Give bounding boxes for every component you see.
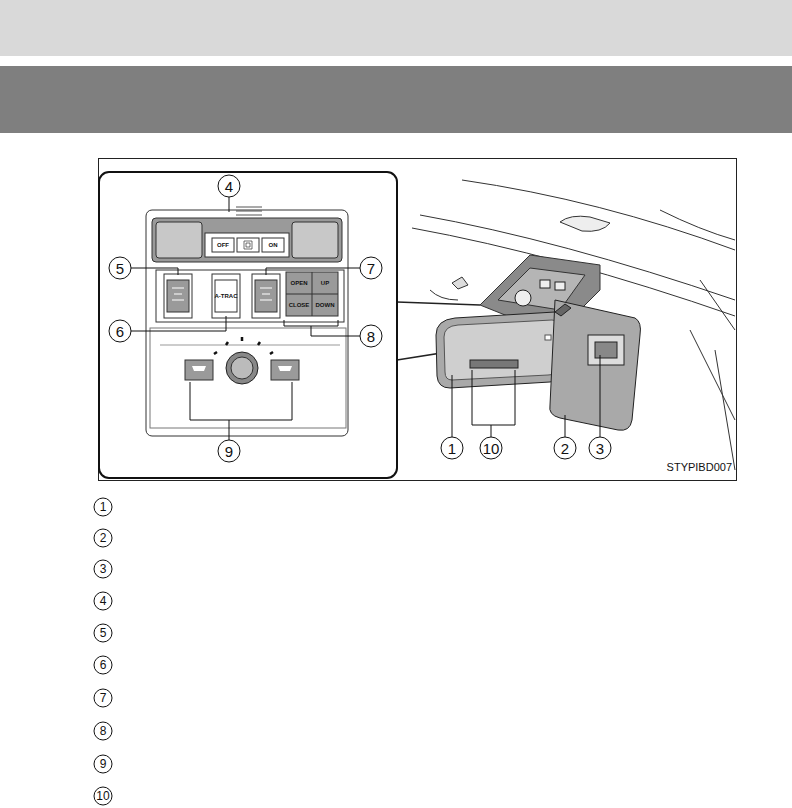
list-number: 9	[100, 758, 107, 770]
callout-number: 10	[483, 441, 500, 456]
callout-number: 1	[448, 441, 456, 456]
button-text: UP	[321, 280, 329, 286]
list-number: 3	[100, 563, 107, 575]
button-text: DOWN	[316, 302, 335, 308]
callout-number: 7	[367, 261, 375, 276]
list-number: 7	[100, 692, 107, 704]
header-bar	[0, 0, 792, 56]
callout-number: 3	[596, 441, 604, 456]
button-text: A-TRAC	[215, 293, 238, 299]
list-number: 2	[100, 532, 107, 544]
callout-number: 9	[225, 444, 233, 459]
button-text: ON	[269, 242, 278, 248]
callout-number: 6	[116, 324, 124, 339]
callout-number: 8	[367, 329, 375, 344]
section-band	[0, 66, 792, 133]
callout-number: 2	[561, 441, 569, 456]
callout-number: 5	[116, 261, 124, 276]
list-number: 10	[96, 790, 109, 802]
figure-code: STYPIBD007	[667, 462, 732, 473]
button-text: CLOSE	[289, 302, 310, 308]
button-text: OFF	[217, 242, 229, 248]
list-number: 4	[100, 595, 107, 607]
list-number: 8	[100, 725, 107, 737]
callout-number: 4	[225, 179, 233, 194]
button-text: OPEN	[290, 280, 307, 286]
list-number: 5	[100, 627, 107, 639]
list-number: 6	[100, 659, 107, 671]
list-number: 1	[100, 501, 107, 513]
